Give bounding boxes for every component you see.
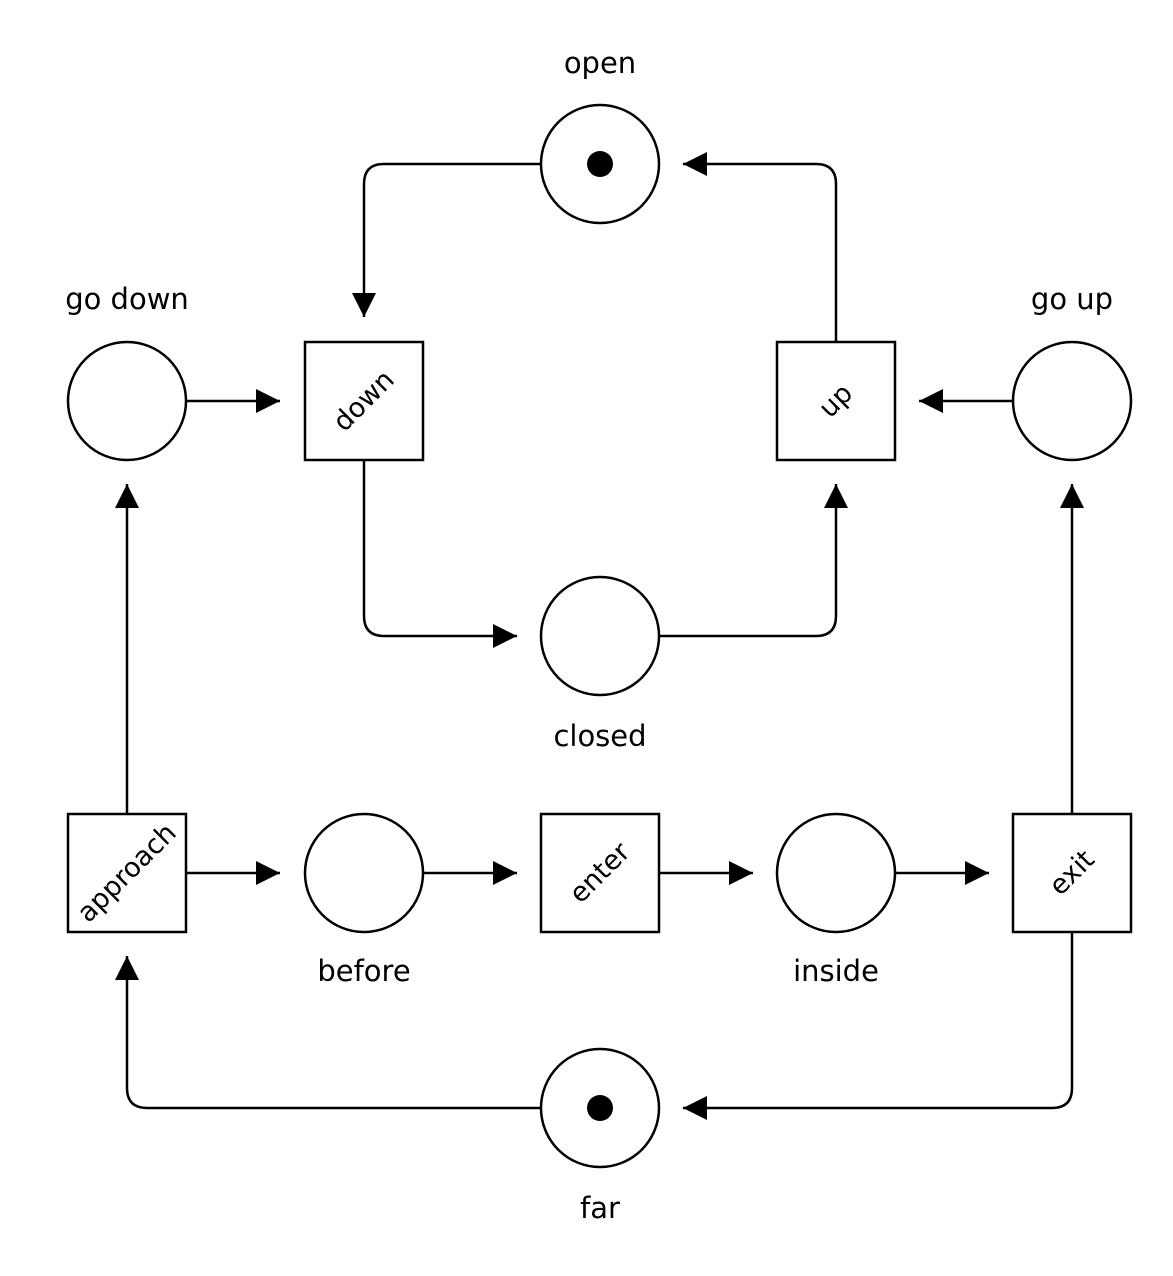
place-go-down-label: go down xyxy=(65,282,189,316)
place-before-circle xyxy=(303,812,425,934)
place-open-label: open xyxy=(564,46,636,80)
transition-up: up xyxy=(775,340,897,462)
place-far: far xyxy=(539,1047,661,1225)
place-go-up-label: go up xyxy=(1031,282,1113,316)
place-open: open xyxy=(539,46,661,225)
arcs xyxy=(115,152,1084,1120)
place-inside-label: inside xyxy=(793,954,879,988)
transition-up-box xyxy=(775,340,897,462)
arc-open-to-down xyxy=(352,162,541,317)
place-before-label: before xyxy=(317,954,410,988)
place-go-down-circle xyxy=(66,340,188,462)
token-open xyxy=(587,151,613,177)
transition-down-box xyxy=(303,340,425,462)
place-inside-circle xyxy=(775,812,897,934)
transition-enter: enter xyxy=(539,812,661,934)
place-far-label: far xyxy=(580,1191,620,1225)
transition-down: down xyxy=(303,340,425,462)
transition-exit-box xyxy=(1011,812,1133,934)
transition-approach-box xyxy=(66,812,188,934)
arc-far-to-approach xyxy=(115,956,541,1110)
place-go-up-circle xyxy=(1011,340,1133,462)
place-inside: inside xyxy=(775,812,897,988)
transition-exit: exit xyxy=(1011,812,1133,934)
arc-exit-to-far xyxy=(683,932,1074,1120)
place-go-up: go up xyxy=(1011,282,1133,462)
transition-enter-box xyxy=(539,812,661,934)
arc-closed-to-up xyxy=(659,484,848,638)
arc-up-to-open xyxy=(683,152,838,341)
token-far xyxy=(587,1095,613,1121)
place-closed-label: closed xyxy=(553,719,646,753)
place-before: before xyxy=(303,812,425,988)
place-go-down: go down xyxy=(65,282,189,462)
arc-down-to-closed xyxy=(362,460,517,648)
place-closed-circle xyxy=(539,575,661,697)
transition-approach: approach xyxy=(66,812,188,934)
place-closed: closed xyxy=(539,575,661,753)
